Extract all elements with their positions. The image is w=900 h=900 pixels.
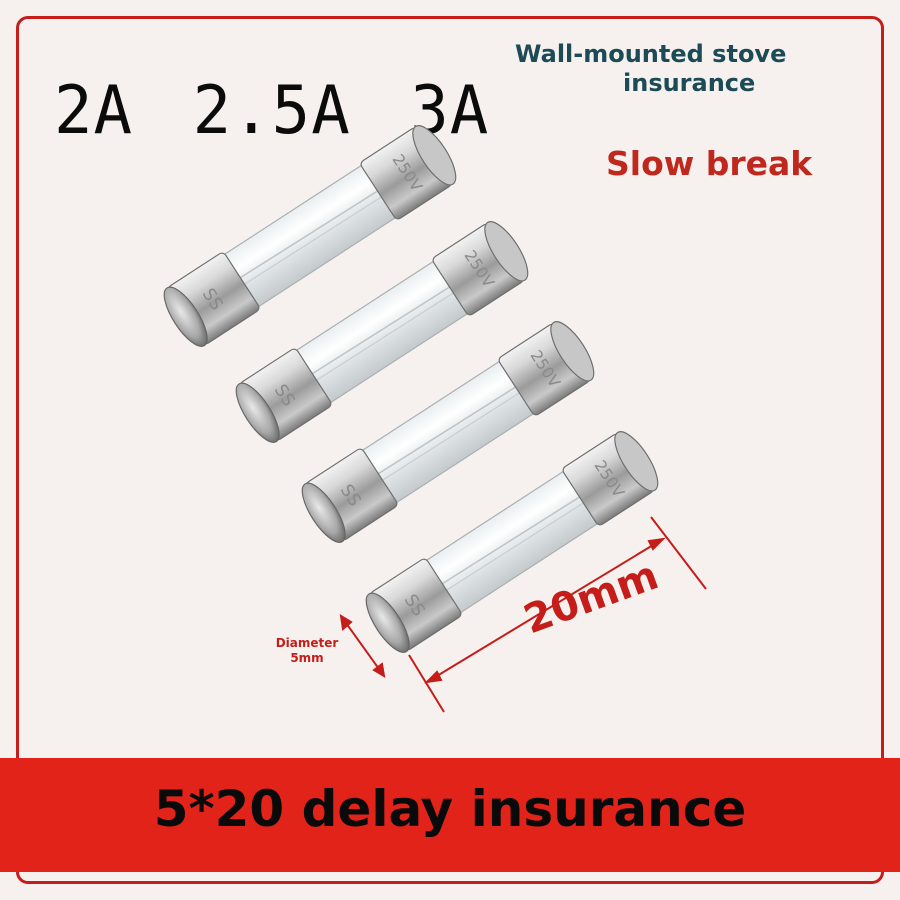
application-line-2: insurance (623, 69, 756, 97)
length-arrow (408, 516, 707, 713)
diameter-value: 5mm (290, 651, 324, 665)
diameter-arrow (339, 614, 386, 678)
rating-2-5a: 2.5A (192, 72, 351, 150)
rating-2a: 2A (54, 72, 134, 150)
feature-label: Slow break (606, 144, 813, 183)
diameter-caption: Diameter (275, 636, 339, 650)
application-line-1: Wall-mounted stove (515, 40, 787, 68)
bottom-banner (0, 758, 900, 872)
application-label: Wall-mounted stove insurance (515, 40, 855, 98)
banner-title: 5*20 delay insurance (153, 780, 747, 838)
diameter-label: Diameter 5mm (252, 636, 362, 666)
